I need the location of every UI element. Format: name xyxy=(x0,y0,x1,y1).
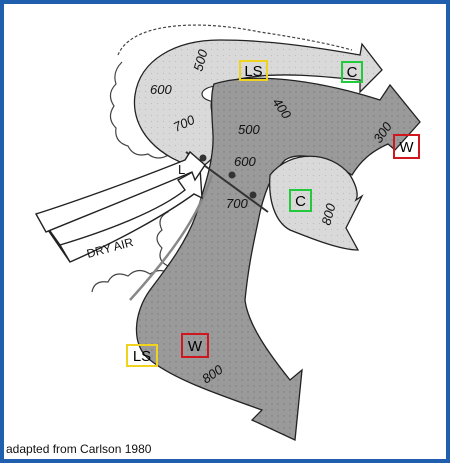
front-dot xyxy=(249,191,257,199)
cold-box-top: C xyxy=(341,61,363,83)
svg-text:C: C xyxy=(295,193,306,210)
svg-text:W: W xyxy=(399,139,414,156)
dry-air-tail xyxy=(34,150,206,233)
contour-label-600-mid: 600 xyxy=(234,154,256,169)
cold-front-line xyxy=(129,174,214,301)
cold-belt-branch xyxy=(269,155,364,251)
warm-box-right: W xyxy=(393,134,420,159)
front-dot xyxy=(228,171,236,179)
warm-box-bottom: W xyxy=(181,333,209,358)
svg-text:LS: LS xyxy=(244,63,262,80)
contour-label-600-upper: 600 xyxy=(150,82,172,97)
low-center-label: L xyxy=(178,162,185,177)
svg-text:C: C xyxy=(347,64,358,81)
front-dot xyxy=(199,154,207,162)
cold-box-mid: C xyxy=(289,189,312,212)
lowsat-box-bottom: LS xyxy=(126,344,158,367)
contour-label-700-mid: 700 xyxy=(226,196,248,211)
contour-label-800-cold: 800 xyxy=(318,201,338,227)
svg-text:LS: LS xyxy=(133,348,151,365)
contour-label-500-mid: 500 xyxy=(238,122,260,137)
source-caption: adapted from Carlson 1980 xyxy=(6,442,152,456)
cloud-scallops-left xyxy=(109,61,171,159)
svg-text:W: W xyxy=(188,338,203,355)
lowsat-box-top: LS xyxy=(239,60,268,81)
contour-label-500-upper: 500 xyxy=(190,47,210,73)
